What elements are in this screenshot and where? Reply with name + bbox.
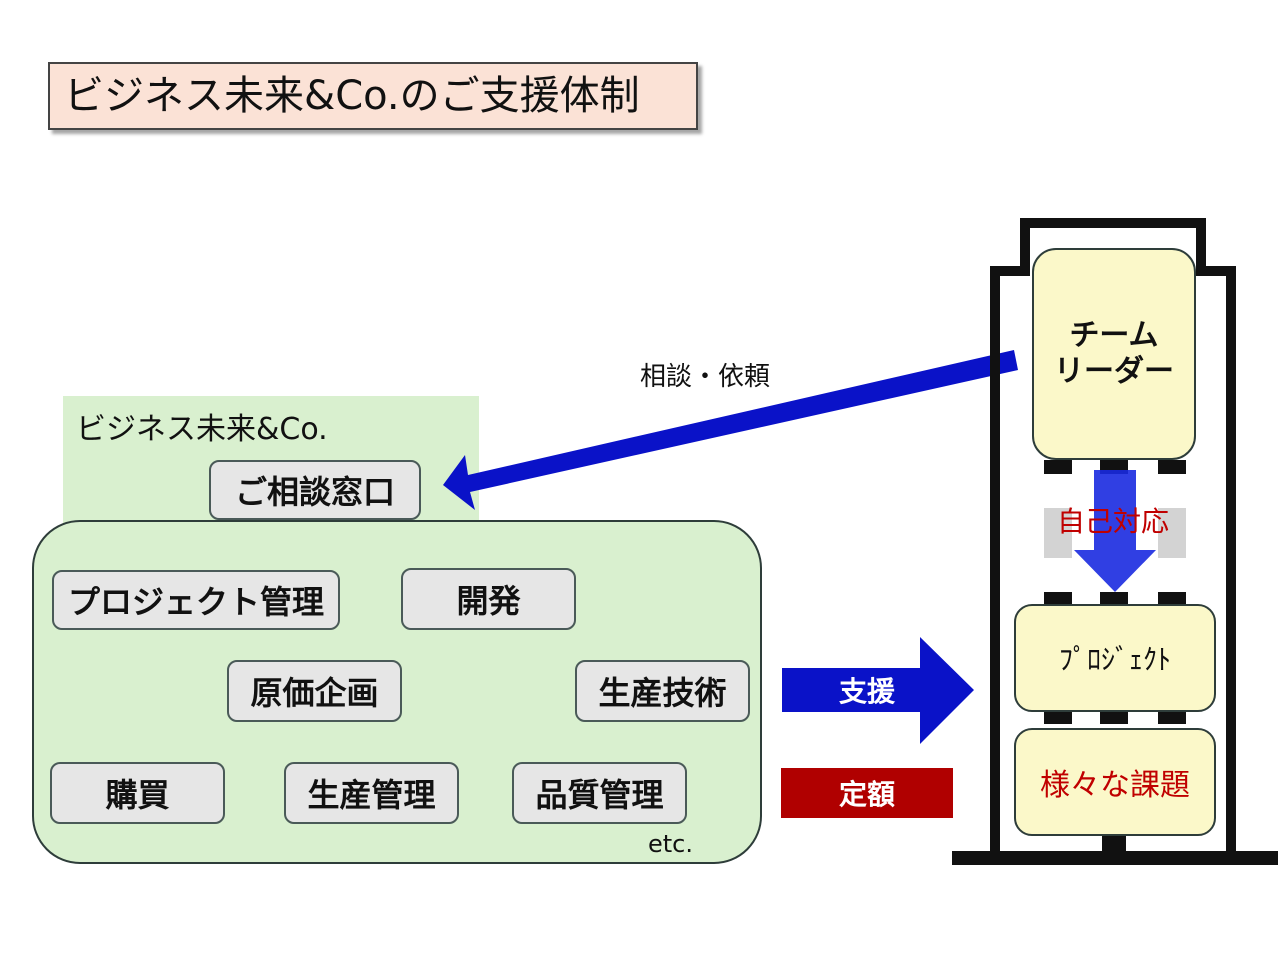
- team-leader-box: チーム リーダー: [1032, 248, 1196, 460]
- etc-label: etc.: [648, 830, 693, 858]
- building-frame: [952, 218, 1278, 865]
- dept-production-management: 生産管理: [284, 762, 459, 824]
- dept-development: 開発: [401, 568, 576, 630]
- contact-window-box: ご相談窓口: [209, 460, 421, 520]
- self-handling-floor-right: [1158, 508, 1186, 558]
- support-label: 支援: [838, 675, 895, 708]
- dept-purchasing: 購買: [50, 762, 225, 824]
- dept-quality-management: 品質管理: [512, 762, 687, 824]
- dept-cost-planning: 原価企画: [227, 660, 402, 722]
- company-name: ビジネス未来&Co.: [76, 412, 328, 447]
- project-box: ﾌﾟﾛｼﾞｪｸﾄ: [1014, 604, 1216, 712]
- self-handling-label: 自己対応: [1056, 505, 1169, 538]
- consult-request-label: 相談・依頼: [640, 362, 771, 392]
- self-handling-floor-left: [1044, 508, 1072, 558]
- page-title: ビジネス未来&Co.のご支援体制: [48, 62, 698, 130]
- dept-project-management: プロジェクト管理: [52, 570, 340, 630]
- fixed-fee-label: 定額: [838, 778, 895, 811]
- consult-arrow: [443, 350, 1018, 510]
- self-handling-arrow: [1074, 470, 1156, 592]
- dept-production-engineering: 生産技術: [575, 660, 750, 722]
- fixed-fee-box: [781, 768, 953, 818]
- support-arrow: [782, 637, 974, 744]
- team-leader-line2: リーダー: [1054, 354, 1174, 389]
- issues-box: 様々な課題: [1014, 728, 1216, 836]
- team-leader-line1: チーム: [1069, 318, 1159, 353]
